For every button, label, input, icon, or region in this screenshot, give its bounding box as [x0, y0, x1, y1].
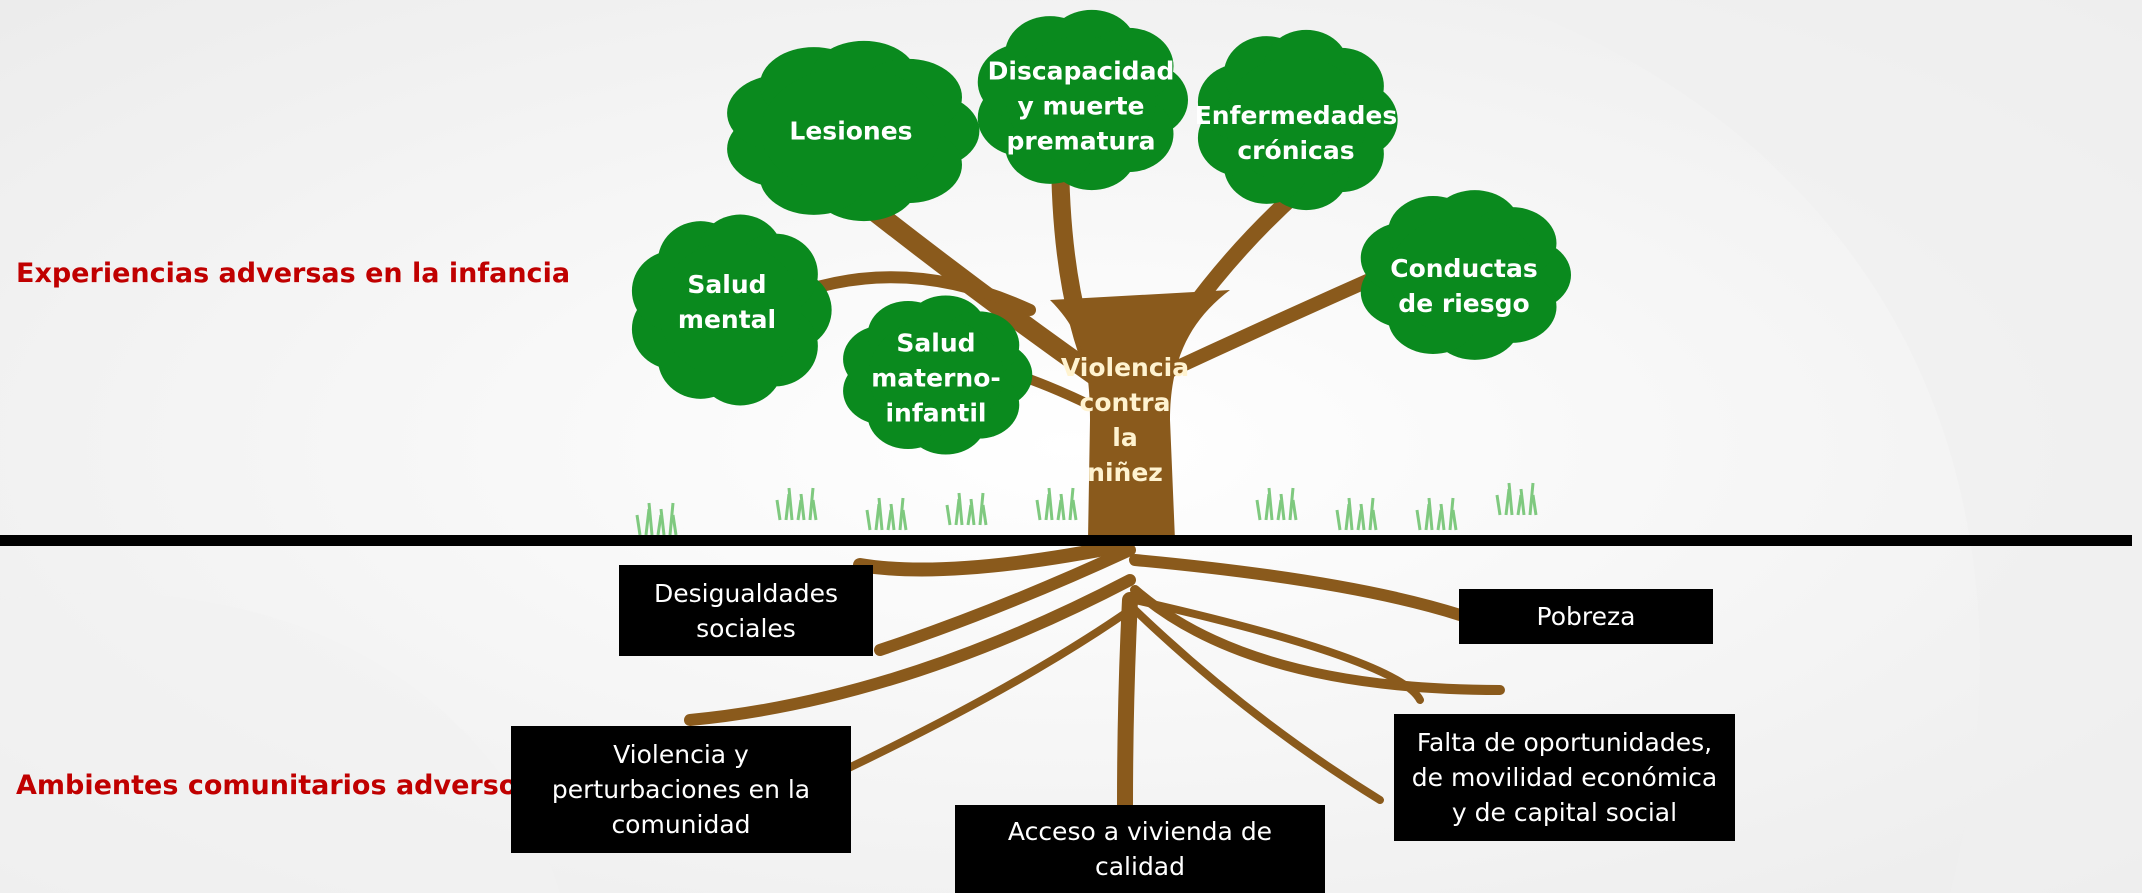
- tree-trunk: [1050, 290, 1230, 540]
- grass: [635, 482, 1538, 536]
- canopy-conductas: Conductas de riesgo: [1390, 254, 1538, 318]
- canopy-discapacidad: Discapacidad y muerte prematura: [987, 56, 1175, 156]
- ground-divider: [0, 535, 2132, 546]
- canopy-lesiones: Lesiones: [789, 116, 913, 146]
- root-pobreza: Pobreza: [1459, 589, 1713, 644]
- foliage: [631, 9, 1571, 455]
- trunk-label: Violencia contra la niñez: [1060, 353, 1190, 487]
- root-oportunidades: Falta de oportunidades,de movilidad econ…: [1394, 714, 1735, 841]
- label-adverse-childhood-experiences: Experiencias adversas en la infancia: [16, 258, 571, 289]
- label-adverse-community-environments: Ambientes comunitarios adversos: [16, 770, 534, 801]
- canopy-salud-mental: Salud mental: [677, 270, 777, 334]
- tree-roots: [684, 538, 1505, 813]
- canopy-enfermedades: Enfermedades crónicas: [1194, 101, 1398, 165]
- canopy-materno: Salud materno- infantil: [871, 328, 1001, 428]
